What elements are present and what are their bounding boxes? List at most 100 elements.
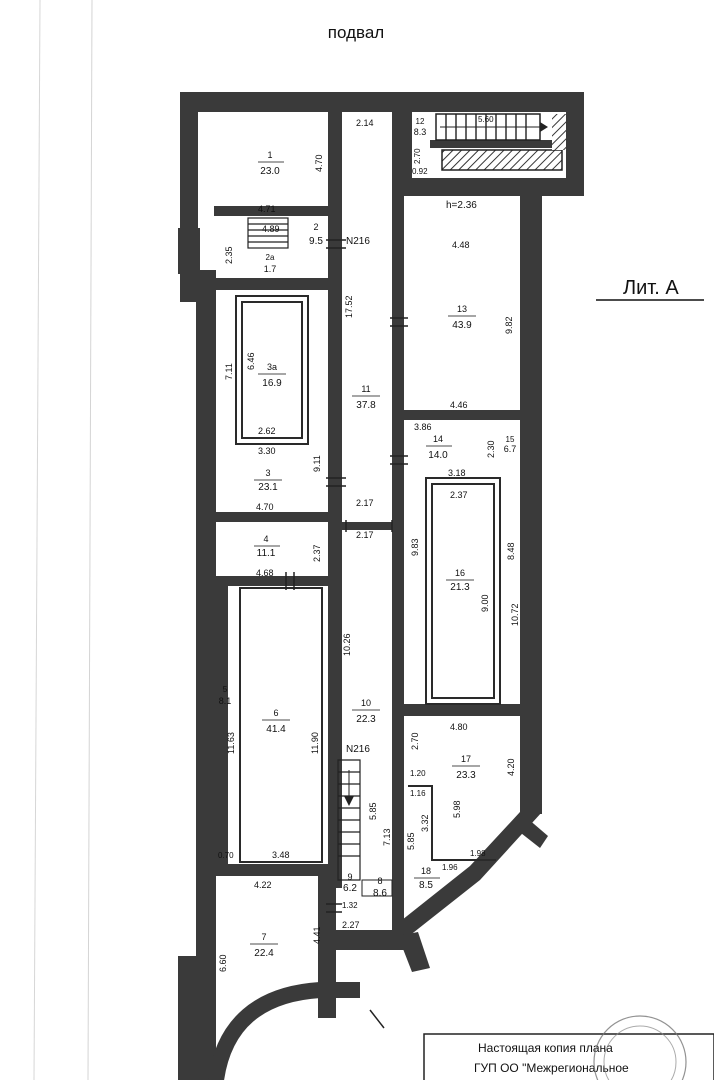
dimension: 3.86	[414, 422, 432, 432]
dimension: 7.13	[382, 828, 392, 846]
dimension: 2.17	[356, 530, 374, 540]
room-4-num: 4	[263, 534, 268, 544]
room-9-num: 9	[347, 872, 352, 882]
room-12-area: 8.3	[414, 127, 427, 137]
dimension: 9.82	[504, 316, 514, 334]
stairs-top	[435, 113, 566, 171]
dimension: 9.11	[312, 455, 322, 472]
plan-title: подвал	[328, 23, 384, 42]
dimension: 1.20	[410, 769, 426, 778]
room-2-num: 2	[313, 222, 318, 232]
dimension-labels: 2.14 4.70 4.71 4.89 2.35 2.70 0.92 5.60 …	[218, 115, 520, 972]
dimension: 5.85	[368, 802, 378, 820]
dimension: 10.26	[342, 633, 352, 656]
room-2-area: 9.5	[309, 236, 323, 247]
dimension: 2.37	[450, 490, 468, 500]
dimension: 2.37	[312, 544, 322, 562]
dimension: 3.18	[448, 468, 466, 478]
litera-label: Лит. А	[623, 277, 679, 299]
dimension: 2.35	[224, 246, 234, 264]
dimension: 4.22	[254, 880, 272, 890]
dimension: 17.52	[344, 295, 354, 318]
room-8-area: 8.6	[373, 888, 387, 899]
stamp-line-2: ГУП ОО "Межрегиональное	[474, 1061, 629, 1075]
dimension: 4.89	[262, 224, 280, 234]
dimension: 4.41	[312, 926, 322, 944]
room-18-area: 8.5	[419, 880, 433, 891]
room-6-num: 6	[273, 708, 278, 718]
dimension: 2.70	[413, 148, 422, 164]
scan-noise	[0, 0, 200, 1080]
room-3a-area: 16.9	[262, 378, 282, 389]
dimension: 2.70	[410, 732, 420, 750]
inner-walls	[214, 110, 566, 930]
room-13-num: 13	[457, 304, 467, 314]
corridor-label-bottom: N216	[346, 744, 370, 755]
room-6-area: 41.4	[266, 724, 286, 735]
room-16-area: 21.3	[450, 582, 470, 593]
stairs-room8	[361, 879, 393, 897]
room-15-area: 6.7	[504, 444, 517, 454]
certification-stamp: Настоящая копия плана ГУП ОО "Межрегиона…	[423, 1015, 714, 1085]
dimension: 4.20	[506, 758, 516, 776]
dimension: 1.98	[470, 849, 486, 858]
corridor-label-top: N216	[346, 236, 370, 247]
height-note: h=2.36	[446, 200, 477, 211]
room-8-num: 8	[377, 876, 382, 886]
curved-wall	[208, 982, 360, 1082]
room-1-num: 1	[267, 150, 272, 160]
dimension: 4.46	[450, 400, 468, 410]
dimension: 2.17	[356, 498, 374, 508]
dimension: 11.90	[310, 732, 320, 754]
dimension: 11.63	[226, 732, 236, 754]
room-18-num: 18	[421, 866, 431, 876]
dimension: 1.96	[442, 863, 458, 872]
room-14-num: 14	[433, 434, 443, 444]
room-15-num: 15	[506, 435, 515, 444]
room-5-area: 8.1	[219, 696, 232, 706]
dimension: 3.32	[420, 814, 430, 832]
room-14-area: 14.0	[428, 450, 448, 461]
room-2a-area: 1.7	[264, 264, 277, 274]
room-10-num: 10	[361, 698, 371, 708]
room-3-num: 3	[265, 468, 270, 478]
room-3a-num: 3а	[267, 362, 277, 372]
dimension: 0.92	[412, 167, 428, 176]
dimension: 4.48	[452, 240, 470, 250]
room-11-num: 11	[361, 384, 370, 394]
dimension: 4.68	[256, 568, 274, 578]
dimension: 4.70	[256, 502, 274, 512]
dimension: 4.70	[314, 154, 324, 172]
dimension: 2.27	[342, 920, 360, 930]
dimension: 2.14	[356, 118, 374, 128]
room-5-num: 5	[223, 685, 228, 694]
dimension: 0.70	[218, 851, 234, 860]
room-labels: 1 23.0 2 9.5 2а 1.7 3а 16.9 3 23.1 4 11.…	[219, 117, 517, 959]
dimension: 3.30	[258, 446, 276, 456]
dimension: 1.32	[342, 901, 358, 910]
room-7-area: 22.4	[254, 948, 274, 959]
room-16-num: 16	[455, 568, 465, 578]
room-10-area: 22.3	[356, 714, 376, 725]
room-9-area: 6.2	[343, 883, 357, 894]
room-4-area: 11.1	[257, 548, 276, 559]
dimension: 2.30	[486, 440, 496, 458]
dimension: 3.48	[272, 850, 290, 860]
dimension: 7.11	[224, 363, 234, 380]
dimension: 6.46	[246, 352, 256, 370]
dimension: 5.60	[478, 115, 494, 124]
dimension: 5.98	[452, 800, 462, 818]
room-3-area: 23.1	[258, 482, 278, 493]
dimension: 10.72	[510, 603, 520, 626]
dimension: 8.48	[506, 542, 516, 560]
dimension: 9.83	[410, 538, 420, 556]
room-11-area: 37.8	[356, 400, 376, 411]
dimension: 9.00	[480, 594, 490, 612]
dimension: 2.62	[258, 426, 276, 436]
stairs-room9	[337, 759, 361, 881]
dimension: 5.85	[406, 832, 416, 850]
room-13-area: 43.9	[452, 320, 472, 331]
dimension: 6.60	[218, 954, 228, 972]
dimension: 1.16	[410, 789, 426, 798]
